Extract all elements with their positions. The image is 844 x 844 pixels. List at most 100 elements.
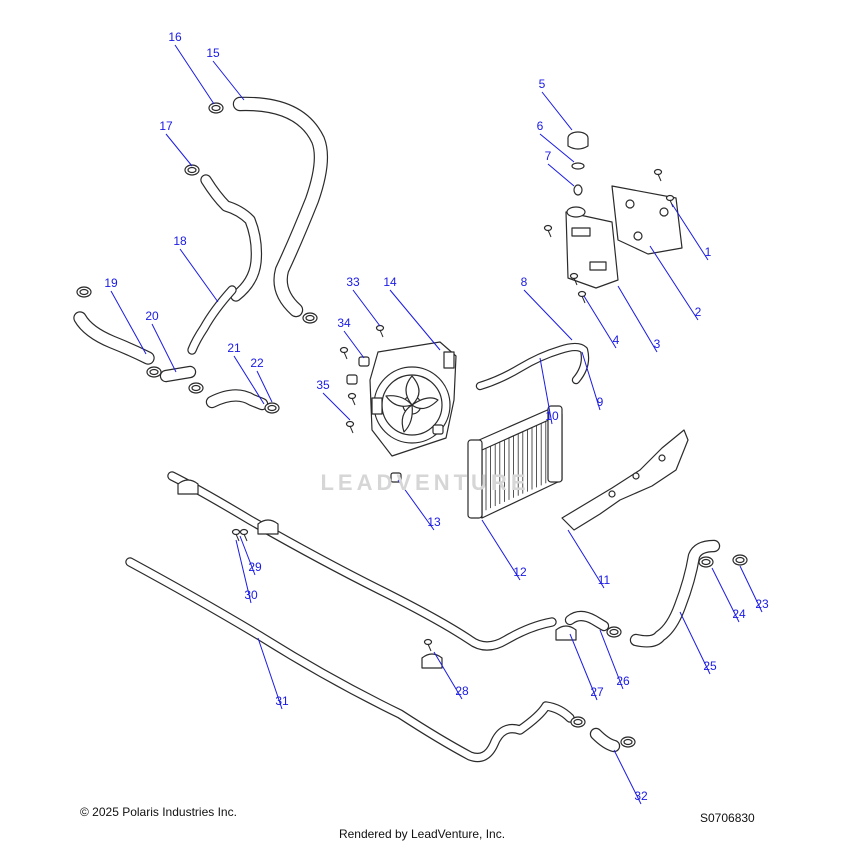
callout-11[interactable]: 11 bbox=[597, 573, 611, 587]
leader-line-19 bbox=[110, 290, 147, 355]
hose-clamp-icon bbox=[76, 286, 92, 298]
callout-29[interactable]: 29 bbox=[248, 560, 262, 574]
leader-line-7 bbox=[547, 163, 575, 187]
callout-9[interactable]: 9 bbox=[596, 395, 604, 409]
leader-line-25 bbox=[679, 611, 711, 675]
coolant-reservoir bbox=[565, 185, 683, 289]
leader-line-17 bbox=[165, 133, 193, 167]
hose-clamp-icon bbox=[302, 312, 318, 324]
hose-clamp-icon bbox=[606, 626, 622, 638]
leader-line-34 bbox=[343, 330, 365, 359]
screw-icon bbox=[543, 224, 553, 238]
screw-icon bbox=[345, 420, 355, 434]
hose-21 bbox=[205, 389, 269, 411]
callout-leaders bbox=[110, 44, 763, 805]
hose-mount-bracket bbox=[555, 625, 577, 641]
leader-line-18 bbox=[179, 248, 219, 303]
callout-31[interactable]: 31 bbox=[275, 694, 289, 708]
hose-rad-upper bbox=[475, 342, 590, 391]
callout-8[interactable]: 8 bbox=[520, 275, 528, 289]
callout-30[interactable]: 30 bbox=[244, 588, 258, 602]
callout-15[interactable]: 15 bbox=[206, 46, 220, 60]
callout-34[interactable]: 34 bbox=[337, 316, 351, 330]
callout-2[interactable]: 2 bbox=[694, 305, 702, 319]
callout-4[interactable]: 4 bbox=[612, 333, 620, 347]
leader-line-4 bbox=[583, 295, 617, 349]
callout-16[interactable]: 16 bbox=[168, 30, 182, 44]
screw-icon bbox=[347, 392, 357, 406]
screw-icon bbox=[239, 528, 249, 542]
hose-18 bbox=[187, 285, 237, 355]
callout-18[interactable]: 18 bbox=[173, 234, 187, 248]
leader-line-30 bbox=[235, 539, 252, 604]
nut-icon bbox=[390, 472, 402, 483]
copyright-text: © 2025 Polaris Industries Inc. bbox=[80, 805, 237, 819]
callout-5[interactable]: 5 bbox=[538, 77, 546, 91]
callout-1[interactable]: 1 bbox=[704, 245, 712, 259]
leader-line-14 bbox=[389, 289, 441, 351]
screw-icon bbox=[375, 324, 385, 338]
callout-24[interactable]: 24 bbox=[732, 607, 746, 621]
small-hardware bbox=[76, 102, 748, 748]
hose-clamp-icon bbox=[208, 102, 224, 114]
hoses-group bbox=[73, 96, 721, 763]
leader-line-28 bbox=[433, 651, 463, 700]
leader-line-32 bbox=[613, 749, 642, 805]
leader-line-26 bbox=[599, 629, 624, 690]
hose-clamp-icon bbox=[188, 382, 204, 394]
callout-28[interactable]: 28 bbox=[455, 684, 469, 698]
hose-clamp-icon bbox=[620, 736, 636, 748]
fan-assembly bbox=[369, 341, 457, 457]
hose-25 bbox=[629, 539, 721, 648]
leader-line-29 bbox=[239, 535, 256, 576]
callout-25[interactable]: 25 bbox=[703, 659, 717, 673]
callout-17[interactable]: 17 bbox=[159, 119, 173, 133]
watermark: LEADVENTURE bbox=[320, 470, 530, 495]
callout-3[interactable]: 3 bbox=[653, 337, 661, 351]
callout-20[interactable]: 20 bbox=[145, 309, 159, 323]
hose-clamp-icon bbox=[698, 556, 714, 568]
hose-clamp-icon bbox=[146, 366, 162, 378]
radiator bbox=[467, 405, 563, 519]
callout-27[interactable]: 27 bbox=[590, 685, 604, 699]
leader-line-21 bbox=[233, 355, 265, 405]
leader-line-20 bbox=[151, 323, 177, 373]
leader-line-15 bbox=[212, 60, 245, 101]
leader-line-6 bbox=[539, 133, 575, 163]
nut-icon bbox=[358, 356, 370, 367]
callout-32[interactable]: 32 bbox=[634, 789, 648, 803]
callout-22[interactable]: 22 bbox=[250, 356, 264, 370]
callout-35[interactable]: 35 bbox=[316, 378, 330, 392]
callout-6[interactable]: 6 bbox=[536, 119, 544, 133]
leader-line-9 bbox=[581, 351, 601, 411]
hose-17-upper bbox=[200, 174, 263, 302]
callout-13[interactable]: 13 bbox=[427, 515, 441, 529]
hose-clamp-icon bbox=[184, 164, 200, 176]
screw-icon bbox=[569, 272, 579, 286]
radiator-bracket bbox=[561, 429, 689, 531]
leader-line-10 bbox=[539, 357, 553, 425]
screw-icon bbox=[423, 638, 433, 652]
callout-33[interactable]: 33 bbox=[346, 275, 360, 289]
reservoir-cap-set bbox=[567, 131, 589, 196]
rendered-by-text: Rendered by LeadVenture, Inc. bbox=[338, 827, 506, 841]
hose-15 bbox=[232, 96, 329, 318]
drawing-id: S0706830 bbox=[700, 811, 755, 825]
callout-23[interactable]: 23 bbox=[755, 597, 769, 611]
callout-12[interactable]: 12 bbox=[513, 565, 527, 579]
leader-line-23 bbox=[739, 565, 763, 613]
leader-line-31 bbox=[257, 637, 283, 710]
callout-19[interactable]: 19 bbox=[104, 276, 118, 290]
hose-26 bbox=[564, 610, 610, 632]
callout-14[interactable]: 14 bbox=[383, 275, 397, 289]
callout-21[interactable]: 21 bbox=[227, 341, 241, 355]
hose-32 bbox=[589, 727, 621, 753]
hose-31 bbox=[125, 557, 575, 763]
callout-10[interactable]: 10 bbox=[545, 409, 559, 423]
leader-line-3 bbox=[617, 285, 658, 353]
callout-7[interactable]: 7 bbox=[544, 149, 552, 163]
callout-26[interactable]: 26 bbox=[616, 674, 630, 688]
leader-line-22 bbox=[256, 370, 273, 403]
